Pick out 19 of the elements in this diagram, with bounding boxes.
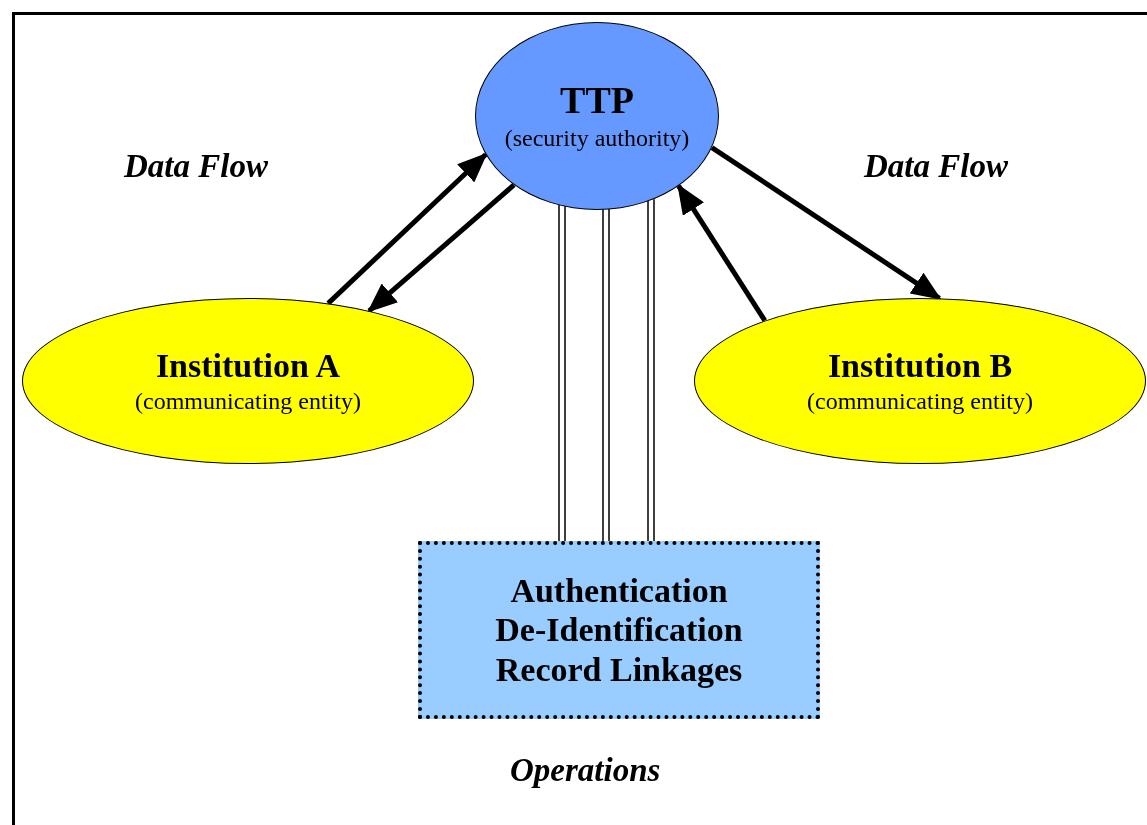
arrow <box>367 183 516 313</box>
node-subtitle: (communicating entity) <box>135 386 361 416</box>
node-title: TTP <box>560 79 634 123</box>
node-title: Institution B <box>827 346 1013 386</box>
node-subtitle: (communicating entity) <box>807 386 1033 416</box>
connector-line <box>558 204 566 542</box>
connector-line <box>647 198 655 542</box>
node-title: Institution A <box>155 346 341 386</box>
arrow <box>326 152 488 306</box>
connector-line <box>602 208 610 542</box>
node-subtitle: (security authority) <box>504 123 690 153</box>
operation-text: Record Linkages <box>495 649 743 689</box>
operation-text: Authentication <box>510 571 728 611</box>
flow-label: Data Flow <box>124 148 268 185</box>
flow-label: Data Flow <box>864 148 1008 185</box>
operation-text: De-Identification <box>495 610 743 650</box>
arrow <box>676 183 767 322</box>
caption-text: Operations <box>510 752 661 789</box>
operations-box <box>418 541 820 719</box>
